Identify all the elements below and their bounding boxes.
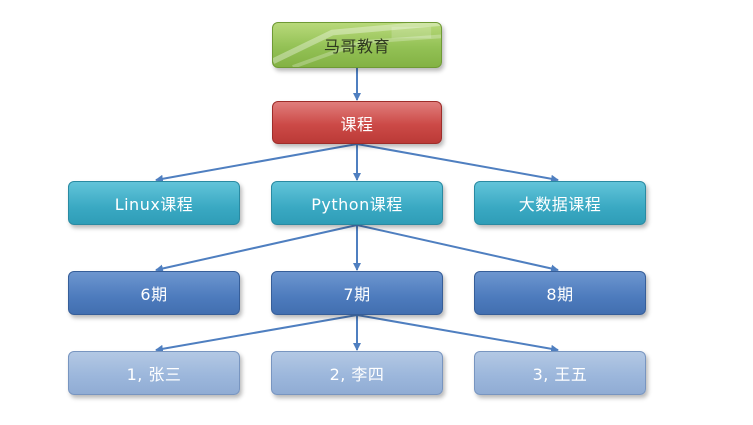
term-8-node: 8期: [474, 271, 646, 315]
linux-course-node: Linux课程: [68, 181, 240, 225]
arrow-python-to-8: [356, 224, 559, 273]
student-2-node: 2, 李四: [271, 351, 443, 395]
bigdata-course-label: 大数据课程: [518, 195, 602, 214]
arrow-7-to-s1: [155, 314, 358, 353]
term-8-label: 8期: [546, 285, 574, 304]
arrow-python-to-6: [155, 224, 358, 273]
arrow-course-to-linux: [155, 143, 358, 183]
student-3-node: 3, 王五: [474, 351, 646, 395]
student-3-label: 3, 王五: [532, 365, 588, 384]
student-2-label: 2, 李四: [329, 365, 385, 384]
term-6-node: 6期: [68, 271, 240, 315]
python-course-label: Python课程: [311, 195, 403, 214]
term-6-label: 6期: [140, 285, 168, 304]
linux-course-label: Linux课程: [114, 195, 194, 214]
student-1-label: 1, 张三: [126, 365, 182, 384]
bigdata-course-node: 大数据课程: [474, 181, 646, 225]
python-course-node: Python课程: [271, 181, 443, 225]
arrow-7-to-s3: [356, 314, 559, 353]
arrow-course-to-bigdata: [356, 143, 559, 183]
term-7-node: 7期: [271, 271, 443, 315]
student-1-node: 1, 张三: [68, 351, 240, 395]
term-7-label: 7期: [343, 285, 371, 304]
root-node: 马哥教育: [272, 22, 442, 68]
course-node-label: 课程: [340, 114, 374, 134]
root-node-label: 马哥教育: [323, 37, 390, 56]
course-node: 课程: [272, 101, 442, 144]
